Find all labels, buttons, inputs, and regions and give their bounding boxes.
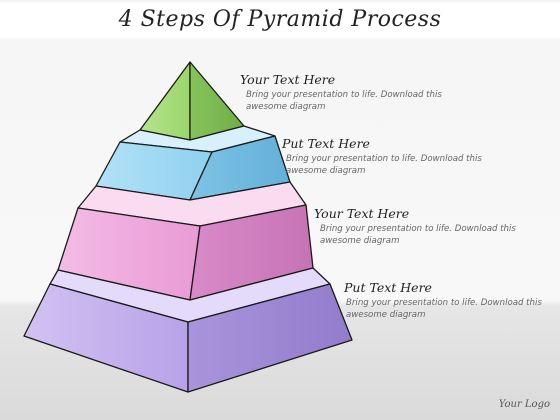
step-4-label: Put Text Here Bring your presentation to…	[344, 280, 559, 321]
step-3-description: Bring your presentation to life. Downloa…	[320, 224, 516, 246]
footer-logo: Your Logo	[498, 399, 550, 410]
step-2-description: Bring your presentation to life. Downloa…	[286, 154, 482, 176]
pyramid-tier-3	[57, 181, 314, 301]
step-2-heading: Put Text Here	[282, 136, 370, 151]
pyramid-tier-4	[23, 267, 353, 393]
step-4-description: Bring your presentation to life. Downloa…	[346, 298, 542, 320]
pyramid-tier-2	[95, 125, 291, 201]
step-1-heading: Your Text Here	[240, 72, 336, 87]
slide-title: 4 Steps Of Pyramid Process	[0, 2, 560, 38]
step-1-description: Bring your presentation to life. Downloa…	[246, 90, 442, 112]
pyramid-tier-1	[139, 61, 245, 141]
step-4-heading: Put Text Here	[344, 280, 432, 295]
step-3-label: Your Text Here Bring your presentation t…	[314, 206, 539, 247]
step-2-label: Put Text Here Bring your presentation to…	[282, 136, 507, 177]
step-1-label: Your Text Here Bring your presentation t…	[240, 72, 480, 113]
step-3-heading: Your Text Here	[314, 206, 410, 221]
